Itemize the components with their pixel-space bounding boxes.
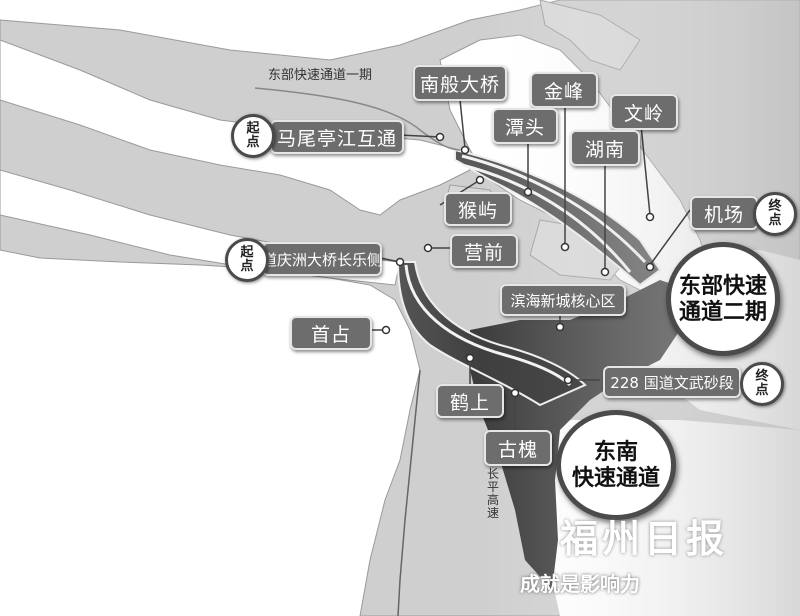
road-first-phase-label: 东部快速通道一期 [268, 68, 373, 83]
start-marker-daoqingzhou: 起 点 [225, 238, 269, 282]
watermark-slogan: 成就是影响力 [520, 572, 640, 596]
place-daoqingzhou-bridge: 道庆洲大桥长乐侧 [262, 242, 382, 276]
place-jinfeng: 金峰 [530, 72, 598, 108]
place-houyu: 猴屿 [444, 192, 512, 226]
place-national-road-228: 228 国道文武砂段 [603, 366, 741, 398]
watermark-logo: 福州日报 [560, 516, 729, 561]
place-nanban-bridge: 南般大桥 [413, 65, 507, 101]
place-tantou: 潭头 [492, 108, 558, 144]
end-marker-228: 终 点 [740, 362, 784, 406]
place-yingqian: 营前 [450, 234, 518, 268]
map-points [381, 132, 655, 398]
place-guhuai: 古槐 [484, 430, 552, 466]
end-marker-airport: 终 点 [753, 192, 797, 236]
highway-label: 长平高速 [487, 467, 500, 520]
route-southeast-label: 东南 快速通道 [556, 410, 676, 520]
place-mawei-interchange: 马尾亭江互通 [270, 120, 404, 154]
place-shouzhan: 首占 [290, 316, 372, 350]
place-heshang: 鹤上 [436, 384, 504, 418]
place-binhai-core: 滨海新城核心区 [500, 284, 626, 316]
start-marker-mawei: 起 点 [231, 114, 275, 158]
place-wenling: 文岭 [610, 94, 678, 130]
route-east-phase2-label: 东部快速 通道二期 [666, 242, 780, 356]
place-airport: 机场 [690, 196, 758, 230]
place-hunan: 湖南 [570, 130, 640, 166]
